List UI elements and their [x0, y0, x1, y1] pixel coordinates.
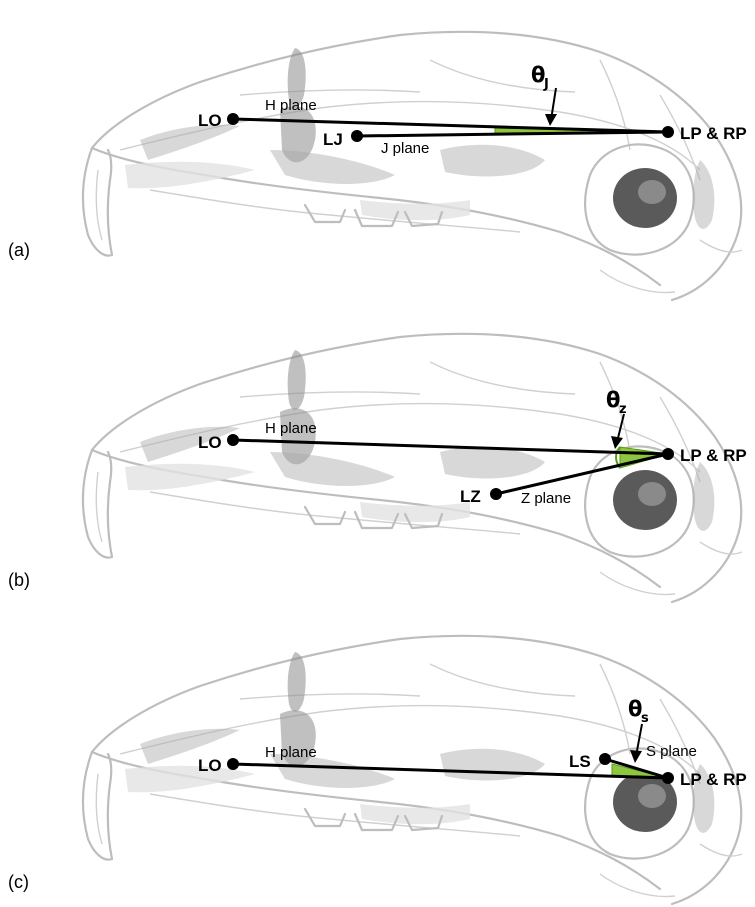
- label-h-plane: H plane: [265, 744, 317, 761]
- point-lo: [227, 758, 239, 770]
- panel-b: LO H plane LZ Z plane LP & RP θ z (b): [0, 302, 755, 604]
- j-plane-line: [357, 132, 668, 136]
- label-lp-rp: LP & RP: [680, 446, 747, 465]
- panel-a: LO H plane LJ J plane LP & RP θ J (a): [0, 0, 755, 302]
- label-lo: LO: [198, 111, 222, 130]
- panel-tag-b: (b): [8, 570, 30, 590]
- theta-subscript: z: [619, 402, 627, 417]
- theta-subscript: J: [543, 77, 549, 92]
- label-lo: LO: [198, 433, 222, 452]
- skull-diagram-c: LO H plane LS S plane LP & RP θ s (c): [0, 604, 755, 906]
- label-lo: LO: [198, 756, 222, 775]
- point-lp: [662, 772, 674, 784]
- arrow-head: [545, 114, 557, 126]
- label-lz: LZ: [460, 487, 481, 506]
- panel-c: LO H plane LS S plane LP & RP θ s (c): [0, 604, 755, 906]
- label-s-plane: S plane: [646, 743, 697, 760]
- label-j-plane: J plane: [381, 140, 429, 157]
- theta-subscript: s: [641, 711, 649, 726]
- point-lp: [662, 448, 674, 460]
- label-ls: LS: [569, 752, 591, 771]
- point-lp: [662, 126, 674, 138]
- label-lp-rp: LP & RP: [680, 124, 747, 143]
- skull-illustration: [83, 334, 742, 602]
- skull-illustration: [83, 32, 742, 300]
- label-h-plane: H plane: [265, 97, 317, 114]
- label-z-plane: Z plane: [521, 490, 571, 507]
- panel-tag-a: (a): [8, 240, 30, 260]
- panel-tag-c: (c): [8, 872, 29, 892]
- label-h-plane: H plane: [265, 420, 317, 437]
- point-lo: [227, 113, 239, 125]
- arrow-head: [630, 750, 642, 763]
- skull-diagram-a: LO H plane LJ J plane LP & RP θ J (a): [0, 0, 755, 302]
- label-lj: LJ: [323, 130, 343, 149]
- skull-diagram-b: LO H plane LZ Z plane LP & RP θ z (b): [0, 302, 755, 604]
- point-lj: [351, 130, 363, 142]
- point-ls: [599, 753, 611, 765]
- point-lz: [490, 488, 502, 500]
- label-lp-rp: LP & RP: [680, 770, 747, 789]
- point-lo: [227, 434, 239, 446]
